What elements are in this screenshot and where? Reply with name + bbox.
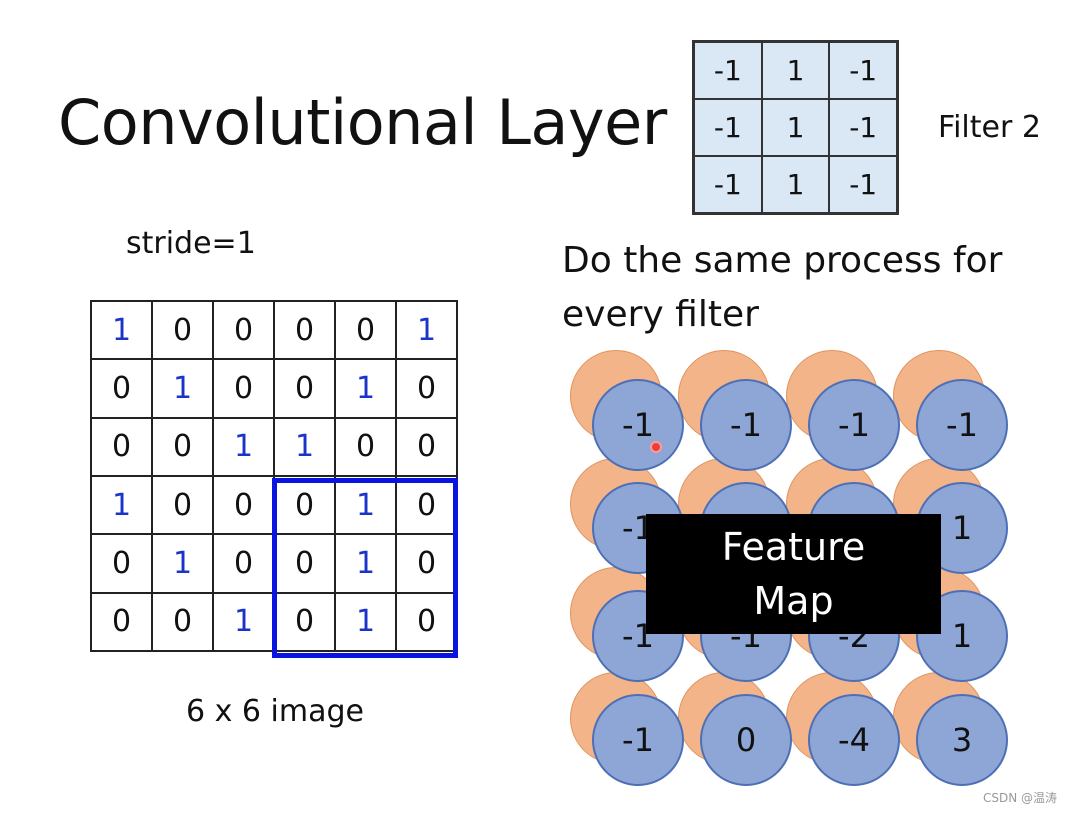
- image-cell: 0: [213, 301, 274, 360]
- image-cell: 0: [274, 359, 335, 418]
- watermark: CSDN @温涛: [982, 791, 1057, 805]
- filter-cell: 1: [761, 42, 830, 99]
- image-cell: 1: [213, 592, 274, 651]
- feature-map-value: -1: [916, 379, 1008, 471]
- feature-map-value: -4: [808, 694, 900, 786]
- image-cell: 0: [152, 592, 213, 651]
- filter-matrix: -1 1 -1 -1 1 -1 -1 1 -1: [692, 40, 899, 215]
- filter-label: Filter 2: [938, 110, 1041, 145]
- image-cell: 1: [335, 534, 396, 593]
- process-line-2: every filter: [562, 294, 759, 335]
- filter-cell: 1: [761, 99, 830, 156]
- image-cell: 0: [152, 475, 213, 535]
- receptive-field-highlight: [272, 478, 458, 658]
- image-cell: 1: [91, 301, 152, 360]
- image-cell: 1: [335, 359, 396, 418]
- filter-cell: -1: [694, 42, 762, 99]
- image-cell: 0: [91, 359, 152, 418]
- filter-cell: 1: [761, 156, 830, 213]
- image-cell: 1: [335, 592, 396, 651]
- image-cell: 1: [335, 475, 396, 535]
- feature-map-value: -1: [592, 694, 684, 786]
- image-caption: 6 x 6 image: [186, 694, 364, 729]
- process-line-1: Do the same process for: [562, 240, 1003, 281]
- feature-map-value: -1: [700, 379, 792, 471]
- stride-label: stride=1: [126, 226, 256, 261]
- image-cell: 0: [152, 301, 213, 360]
- image-cell: 0: [91, 592, 152, 651]
- image-cell: 0: [335, 417, 396, 476]
- feature-map-label-line-1: Feature: [721, 525, 866, 569]
- image-cell: 1: [91, 475, 152, 535]
- filter-cell: -1: [694, 99, 762, 156]
- feature-map-value: -1: [592, 379, 684, 471]
- pointer-dot-icon: [650, 441, 662, 453]
- feature-map-value: -1: [592, 590, 684, 682]
- feature-map-value: 0: [700, 694, 792, 786]
- image-cell: 0: [91, 417, 152, 476]
- filter-cell: -1: [829, 42, 897, 99]
- feature-map-label: Feature Map: [646, 514, 941, 634]
- image-cell: 1: [396, 301, 457, 360]
- filter-cell: -1: [829, 99, 897, 156]
- image-cell: 1: [213, 417, 274, 476]
- image-cell: 0: [213, 359, 274, 418]
- image-cell: 0: [91, 534, 152, 593]
- filter-cell: -1: [829, 156, 897, 213]
- feature-map-label-line-2: Map: [753, 579, 834, 623]
- image-cell: 0: [396, 417, 457, 476]
- image-cell: 0: [335, 301, 396, 360]
- image-cell: 1: [274, 417, 335, 476]
- image-cell: 0: [213, 475, 274, 535]
- slide-title: Convolutional Layer: [58, 86, 667, 159]
- feature-map-value: 3: [916, 694, 1008, 786]
- feature-map-value: -1: [808, 379, 900, 471]
- image-cell: 1: [152, 534, 213, 593]
- image-cell: 0: [274, 301, 335, 360]
- process-description: Do the same process for every filter: [562, 234, 1032, 342]
- image-cell: 0: [152, 417, 213, 476]
- image-cell: 0: [396, 359, 457, 418]
- image-cell: 1: [152, 359, 213, 418]
- image-cell: 0: [213, 534, 274, 593]
- filter-cell: -1: [694, 156, 762, 213]
